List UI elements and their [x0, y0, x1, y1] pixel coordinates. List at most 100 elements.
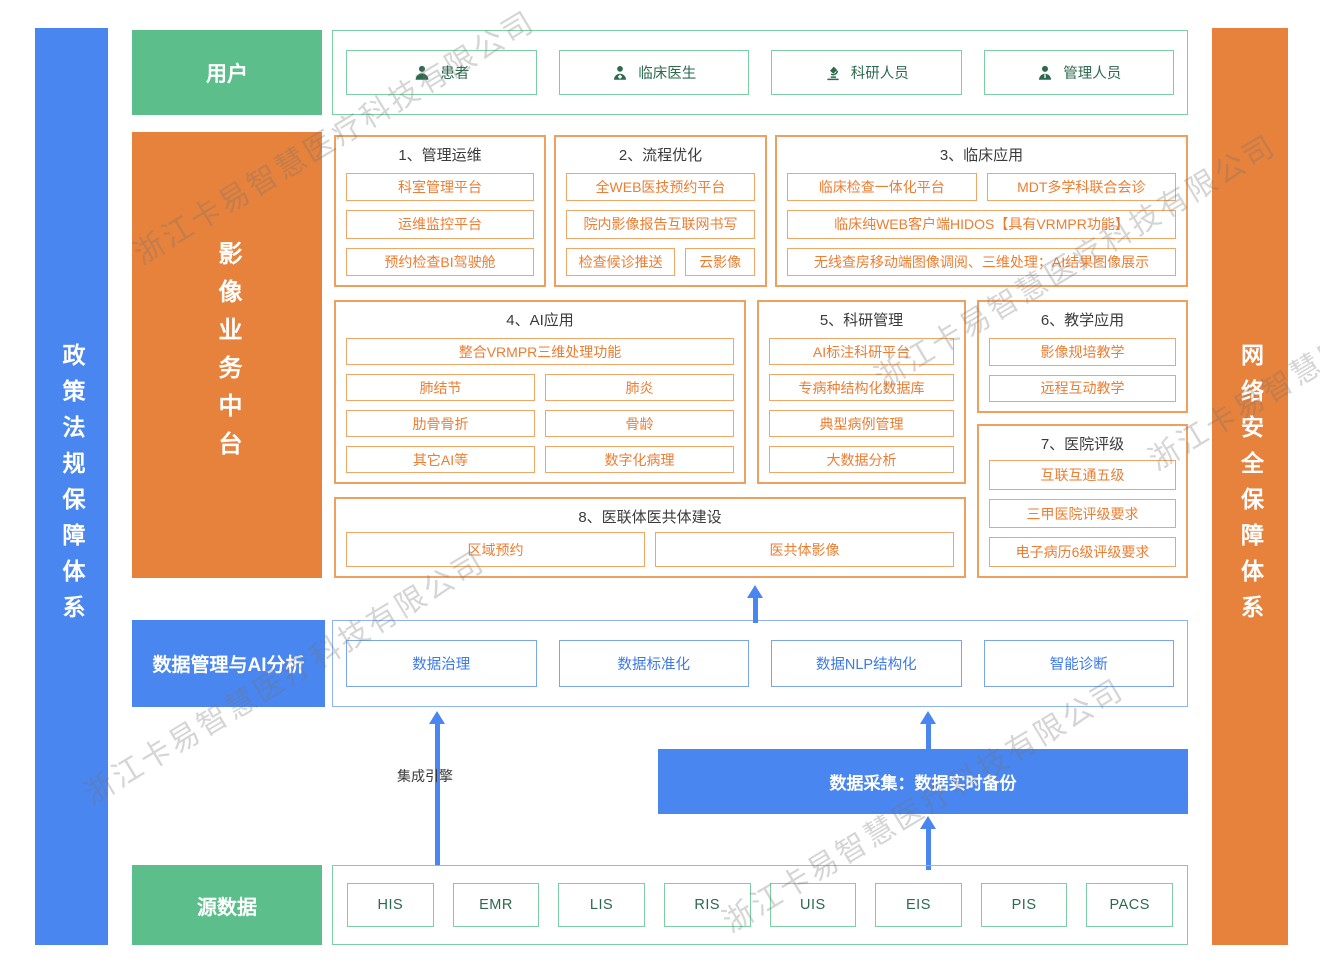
policy-sidebar-label: 政策法规保障体系 — [59, 342, 85, 631]
item-box: 肺结节 — [346, 374, 535, 401]
data-mgmt-band-label: 数据管理与AI分析 — [132, 620, 325, 707]
item-box: 预约检查BI驾驶舱 — [346, 247, 534, 276]
section-row: 预约检查BI驾驶舱 — [346, 247, 534, 276]
section-row: 典型病例管理 — [769, 410, 954, 437]
arrow-head — [429, 711, 445, 724]
section-body: AI标注科研平台 专病种结构化数据库 典型病例管理 大数据分析 — [769, 338, 954, 473]
arrow-shaft — [752, 597, 758, 623]
item-box: AI标注科研平台 — [769, 338, 954, 365]
section-row: 三甲医院评级要求 — [989, 498, 1176, 529]
item-box: 典型病例管理 — [769, 410, 954, 437]
section-research-management: 5、科研管理 AI标注科研平台 专病种结构化数据库 典型病例管理 大数据分析 — [757, 300, 966, 484]
section-row: 院内影像报告互联网书写 — [566, 210, 755, 239]
item-box: 数字化病理 — [545, 446, 734, 473]
arrow-shaft — [925, 828, 931, 870]
section-body: 区域预约 医共体影像 — [346, 532, 954, 567]
section-row: 检查候诊推送 云影像 — [566, 247, 755, 276]
user-item-label: 管理人员 — [1063, 66, 1122, 82]
section-row: 远程互动教学 — [989, 374, 1176, 402]
item-box: 整合VRMPR三维处理功能 — [346, 338, 734, 365]
section-row: 临床检查一体化平台 MDT多学科联合会诊 — [787, 173, 1176, 202]
section-body: 全WEB医技预约平台 院内影像报告互联网书写 检查候诊推送 云影像 — [566, 173, 755, 276]
user-item-researcher: 科研人员 — [771, 50, 962, 95]
item-box: 医共体影像 — [655, 532, 954, 567]
section-row: 区域预约 医共体影像 — [346, 532, 954, 567]
section-title: 2、流程优化 — [618, 147, 703, 164]
policy-sidebar: 政策法规保障体系 — [35, 28, 108, 945]
section-title: 7、医院评级 — [1040, 436, 1125, 453]
item-box: 检查候诊推送 — [566, 247, 676, 276]
item-box: 云影像 — [685, 247, 755, 276]
section-title: 8、医联体医共体建设 — [578, 509, 722, 526]
integration-engine-label: 集成引擎 — [397, 768, 453, 784]
section-clinical-application: 3、临床应用 临床检查一体化平台 MDT多学科联合会诊 临床纯WEB客户端HID… — [775, 135, 1188, 287]
section-hospital-rating: 7、医院评级 互联互通五级 三甲医院评级要求 电子病历6级评级要求 — [977, 424, 1188, 578]
section-row: 全WEB医技预约平台 — [566, 173, 755, 202]
section-row: 专病种结构化数据库 — [769, 374, 954, 401]
section-process-optimization: 2、流程优化 全WEB医技预约平台 院内影像报告互联网书写 检查候诊推送 云影像 — [554, 135, 767, 287]
user-item-clinician: 临床医生 — [558, 50, 749, 95]
section-body: 影像规培教学 远程互动教学 — [989, 338, 1176, 402]
platform-band-label: 影像业务中台 — [132, 132, 322, 578]
data-mgmt-item: 数据治理 — [346, 640, 537, 687]
platform-band-label-text: 影像业务中台 — [214, 241, 241, 469]
network-security-sidebar-label: 网络安全保障体系 — [1237, 342, 1264, 631]
item-box: 远程互动教学 — [989, 374, 1176, 402]
user-item-label: 患者 — [440, 66, 470, 82]
section-body: 科室管理平台 运维监控平台 预约检查BI驾驶舱 — [346, 173, 534, 276]
item-box: 三甲医院评级要求 — [989, 498, 1176, 529]
item-box: 院内影像报告互联网书写 — [566, 210, 755, 239]
section-management-ops: 1、管理运维 科室管理平台 运维监控平台 预约检查BI驾驶舱 — [334, 135, 546, 287]
arrow-shaft — [925, 723, 931, 750]
source-band-label: 源数据 — [132, 865, 322, 945]
arrow-shaft — [434, 723, 440, 866]
data-mgmt-item: 智能诊断 — [983, 640, 1174, 687]
item-box: MDT多学科联合会诊 — [986, 173, 1176, 202]
section-row: 科室管理平台 — [346, 173, 534, 202]
section-teaching-application: 6、教学应用 影像规培教学 远程互动教学 — [977, 300, 1188, 413]
source-item-eis: EIS — [875, 883, 962, 927]
section-row: 运维监控平台 — [346, 210, 534, 239]
microscope-icon — [827, 66, 839, 80]
item-box: 全WEB医技预约平台 — [566, 173, 755, 202]
item-box: 区域预约 — [346, 532, 645, 567]
section-body: 互联互通五级 三甲医院评级要求 电子病历6级评级要求 — [989, 460, 1176, 568]
section-title: 6、教学应用 — [1040, 312, 1125, 329]
user-item-patient: 患者 — [346, 50, 537, 95]
item-box: 影像规培教学 — [989, 338, 1176, 366]
users-band: 患者 临床医生 科研人员 管理人员 — [332, 30, 1188, 115]
item-box: 其它AI等 — [346, 446, 535, 473]
source-item-uis: UIS — [769, 883, 857, 927]
section-row: 其它AI等 数字化病理 — [346, 446, 734, 473]
section-row: 整合VRMPR三维处理功能 — [346, 338, 734, 365]
user-item-admin: 管理人员 — [983, 50, 1174, 95]
source-item-pacs: PACS — [1086, 883, 1173, 927]
source-item-ris: RIS — [663, 883, 751, 927]
source-band: HIS EMR LIS RIS UIS EIS PIS PACS — [332, 865, 1188, 945]
section-title: 4、AI应用 — [506, 312, 574, 329]
section-medical-consortium: 8、医联体医共体建设 区域预约 医共体影像 — [334, 497, 966, 578]
source-item-emr: EMR — [452, 883, 540, 927]
arrow-head — [747, 585, 763, 598]
item-box: 肺炎 — [545, 374, 734, 401]
item-box: 科室管理平台 — [346, 173, 534, 202]
item-box: 电子病历6级评级要求 — [989, 537, 1176, 568]
data-collection-banner: 数据采集：数据实时备份 — [658, 749, 1188, 814]
source-item-lis: LIS — [558, 883, 645, 927]
section-row: 影像规培教学 — [989, 338, 1176, 366]
section-title: 5、科研管理 — [819, 312, 904, 329]
section-row: 临床纯WEB客户端HIDOS【具有VRMPR功能】 — [787, 210, 1176, 239]
source-item-his: HIS — [347, 883, 434, 927]
patient-icon — [415, 65, 429, 80]
user-item-label: 临床医生 — [638, 66, 697, 82]
section-row: 大数据分析 — [769, 446, 954, 473]
item-box: 临床纯WEB客户端HIDOS【具有VRMPR功能】 — [787, 210, 1176, 239]
section-title: 1、管理运维 — [398, 147, 482, 164]
network-security-sidebar: 网络安全保障体系 — [1212, 28, 1288, 945]
item-box: 无线查房移动端图像调阅、三维处理；AI结果图像展示 — [787, 247, 1176, 276]
data-mgmt-item: 数据标准化 — [558, 640, 749, 687]
section-title: 3、临床应用 — [939, 147, 1024, 164]
section-row: 肋骨骨折 骨龄 — [346, 410, 734, 437]
item-box: 大数据分析 — [769, 446, 954, 473]
